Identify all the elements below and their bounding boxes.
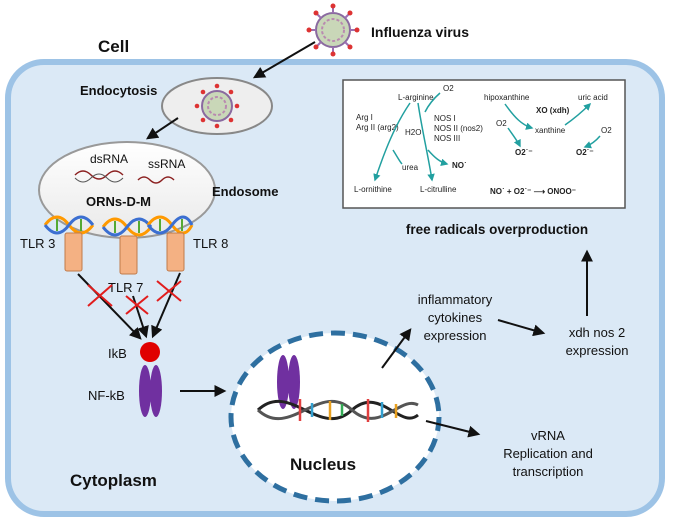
o2-left-label: O2 [496, 119, 507, 128]
no-radical-label: NO˙ [452, 161, 467, 170]
arg2-label: Arg II (arg2) [356, 123, 399, 132]
ikb-protein [140, 342, 160, 362]
xdh-label-2: expression [566, 343, 629, 358]
tlr3-label: TLR 3 [20, 236, 55, 251]
arrow-nucleus-to-vrna [425, 420, 481, 438]
peroxynitrite-equation: NO˙ + O2˙⁻ ⟶ ONOO⁻ [490, 187, 576, 196]
arrow-vesicle-to-endosome [146, 117, 179, 140]
arrow-arginine-to-ornithine [373, 102, 411, 182]
cytoplasm-label: Cytoplasm [70, 471, 157, 490]
tlr8-receptor [166, 232, 185, 272]
cell-label: Cell [98, 37, 129, 56]
superoxide-label-1: O2˙⁻ [515, 148, 533, 157]
dsrna-label: dsRNA [90, 152, 128, 166]
nucleus-nfkb-left [277, 355, 289, 409]
vrna-label-3: transcription [513, 464, 584, 479]
ssrna-label: ssRNA [148, 157, 185, 171]
ssrna-strand-icon [137, 176, 175, 184]
nfkb-label: NF-kB [88, 388, 125, 403]
hipoxanthine-label: hipoxanthine [484, 93, 530, 102]
l-ornithine-label: L-ornithine [354, 185, 392, 194]
h2o-label: H2O [405, 128, 421, 137]
urea-label: urea [402, 163, 419, 172]
inhibition-x-icon [87, 280, 182, 315]
tlr3-receptor [64, 232, 83, 272]
endocytosis-label: Endocytosis [80, 83, 157, 98]
ikb-label: IkB [108, 346, 127, 361]
arrow-tlr8-to-ikb [151, 272, 181, 339]
dsrna-strand-icon [74, 170, 124, 180]
tlr7-receptor [119, 235, 138, 275]
vrna-label-1: vRNA [531, 428, 565, 443]
xanthine-label: xanthine [535, 126, 566, 135]
nfkb-protein-left [139, 365, 151, 417]
arg1-label: Arg I [356, 113, 373, 122]
l-citrulline-label: L-citrulline [420, 185, 457, 194]
influenza-virus-icon [306, 3, 360, 57]
arrow-hipoxanthine-to-xanthine [504, 103, 534, 130]
tlr8-label: TLR 8 [193, 236, 228, 251]
nucleus-nfkb-right [288, 355, 300, 409]
dna-helix-icon [256, 399, 419, 422]
nos1-label: NOS I [434, 114, 456, 123]
superoxide-label-2: O2˙⁻ [576, 148, 594, 157]
influenza-virus-label: Influenza virus [371, 24, 469, 40]
xdh-label-1: xdh nos 2 [569, 325, 625, 340]
free-radicals-label: free radicals overproduction [406, 222, 588, 237]
vesicle-virus-icon [194, 83, 240, 129]
arrow-xanthine-to-uric-acid [564, 102, 592, 126]
orns-label: ORNs-D-M [86, 194, 151, 209]
o2-right-label: O2 [601, 126, 612, 135]
reaction-inset: L-arginine O2 Arg I Arg II (arg2) H2O NO… [342, 79, 626, 209]
l-arginine-label: L-arginine [398, 93, 434, 102]
o2-top-label: O2 [443, 84, 454, 93]
rna-helix-icons [43, 215, 194, 237]
nos3-label: NOS III [434, 134, 460, 143]
nos2-label: NOS II (nos2) [434, 124, 483, 133]
arrow-cytokines-to-xdh [497, 319, 546, 337]
inflammatory-label-1: inflammatory [418, 292, 493, 307]
nucleus-label: Nucleus [290, 455, 356, 474]
uric-acid-label: uric acid [578, 93, 608, 102]
arrow-arginine-to-citrulline [417, 102, 435, 182]
arrow-nucleus-to-cytokines [381, 328, 412, 369]
nfkb-protein-right [150, 365, 162, 417]
inflammatory-label-3: expression [424, 328, 487, 343]
vrna-label-2: Replication and [503, 446, 593, 461]
tlr7-label: TLR 7 [108, 280, 143, 295]
xo-label: XO (xdh) [536, 106, 570, 115]
arrow-virus-to-vesicle [252, 41, 316, 79]
endosome-label: Endosome [212, 184, 278, 199]
inflammatory-label-2: cytokines [428, 310, 483, 325]
